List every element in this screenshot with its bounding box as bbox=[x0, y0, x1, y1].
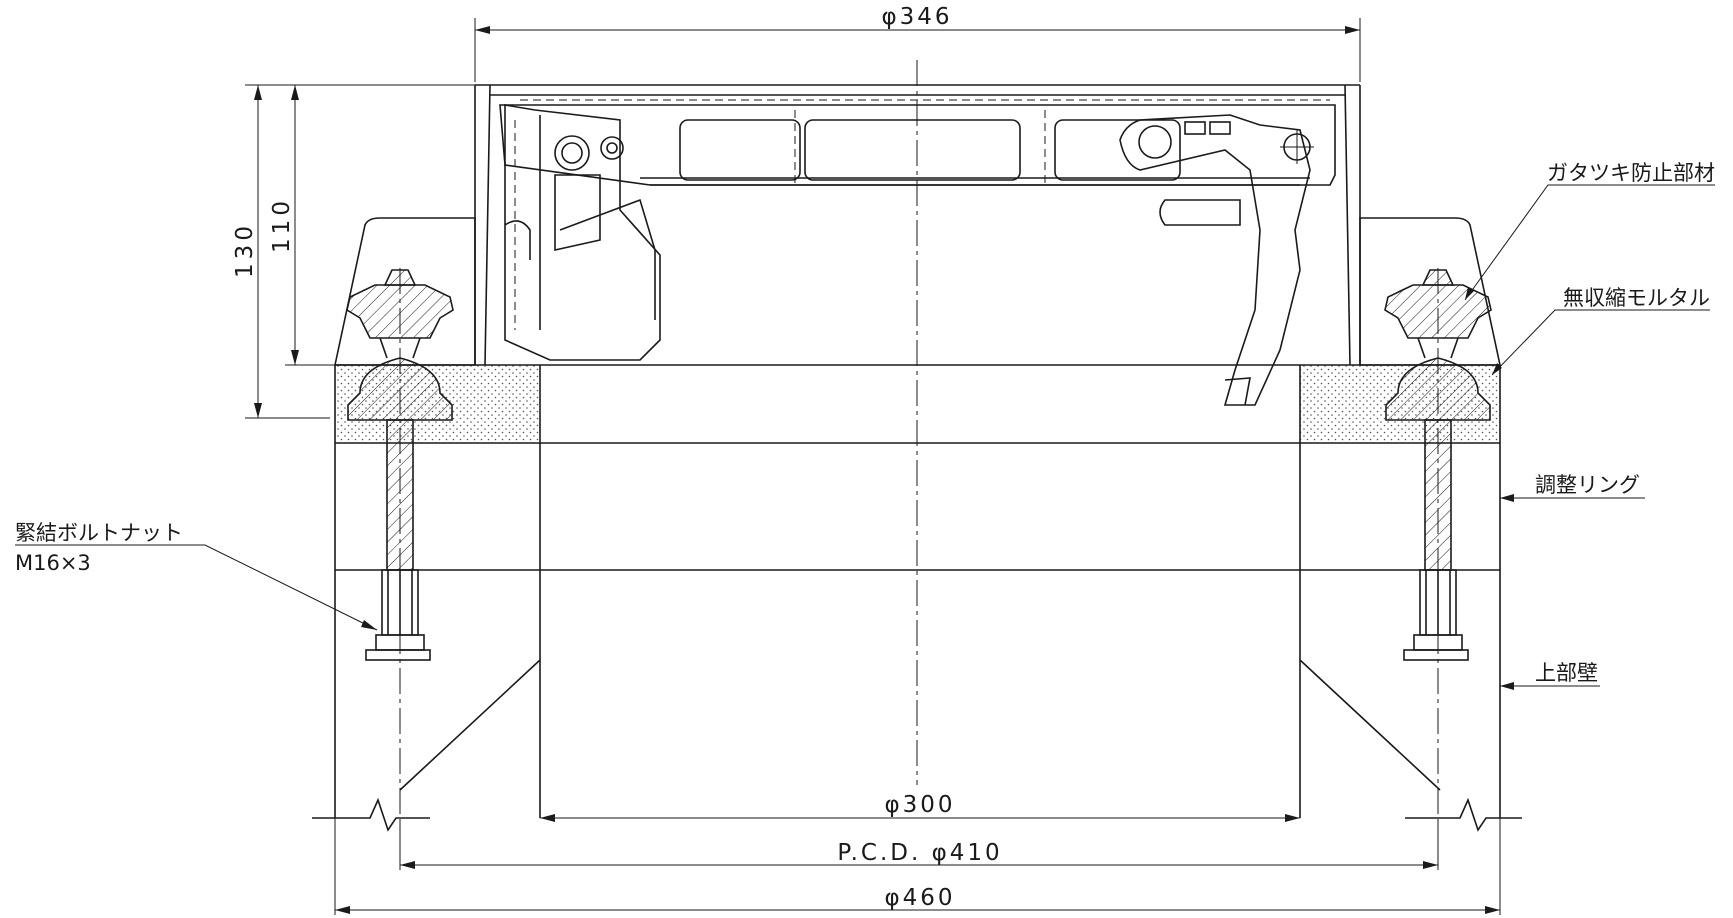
height-inner-label: 110 bbox=[269, 197, 295, 253]
non-shrink-mortar-label: 無収縮モルタル bbox=[1563, 286, 1710, 310]
callout-upper-wall: 上部壁 bbox=[1500, 661, 1600, 690]
left-latch-mechanism bbox=[504, 104, 661, 361]
break-symbol-right bbox=[1405, 797, 1522, 832]
right-handle-lever bbox=[1119, 114, 1314, 406]
right-bolt-assembly bbox=[1384, 268, 1492, 820]
upper-wall-label: 上部壁 bbox=[1535, 661, 1598, 685]
rattle-prevention-label: ガタツキ防止部材 bbox=[1547, 161, 1715, 185]
dimension-opening-diameter: φ300 bbox=[540, 792, 1300, 822]
bolt-nut-label: 緊結ボルトナット bbox=[15, 521, 183, 545]
break-symbol-left bbox=[312, 797, 430, 832]
callout-adjustment-ring: 調整リング bbox=[1500, 473, 1645, 502]
dimension-heights: 130 110 bbox=[232, 84, 475, 419]
cover-diameter-label: φ346 bbox=[881, 4, 952, 30]
dimension-pcd: P.C.D. φ410 bbox=[399, 820, 1439, 870]
cover-lid bbox=[490, 94, 1345, 186]
callout-non-shrink-mortar: 無収縮モルタル bbox=[1491, 286, 1710, 376]
callout-rattle-prevention: ガタツキ防止部材 bbox=[1464, 161, 1715, 301]
left-bolt-assembly bbox=[346, 268, 454, 820]
dimension-cover-diameter: φ346 bbox=[474, 4, 1361, 82]
dimension-outer-diameter: φ460 bbox=[334, 818, 1501, 915]
outer-diameter-label: φ460 bbox=[884, 885, 955, 911]
pcd-label: P.C.D. φ410 bbox=[837, 840, 1002, 866]
adjustment-ring-label: 調整リング bbox=[1535, 473, 1640, 497]
height-total-label: 130 bbox=[232, 222, 258, 278]
opening-diameter-label: φ300 bbox=[884, 792, 955, 818]
bolt-spec-label: M16×3 bbox=[15, 551, 91, 575]
callout-bolt-nut: 緊結ボルトナット M16×3 bbox=[15, 521, 378, 631]
